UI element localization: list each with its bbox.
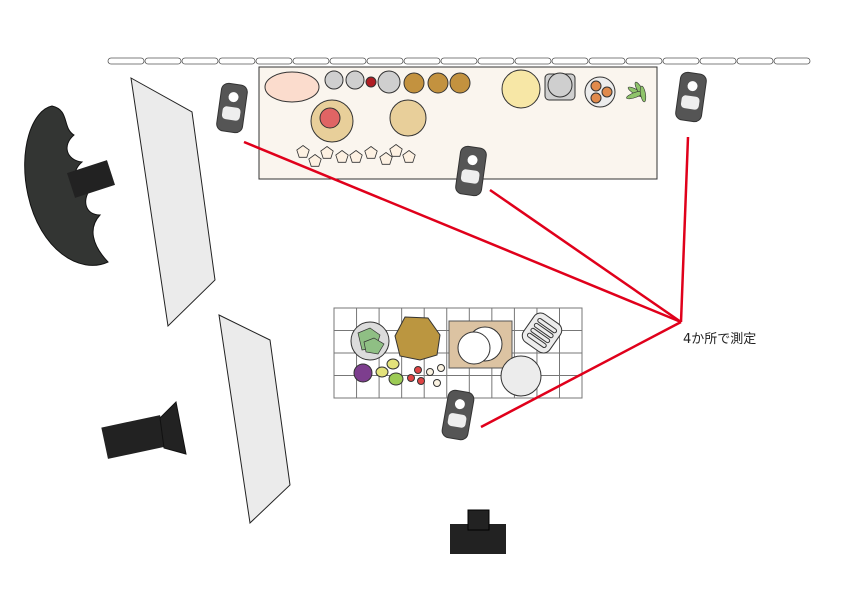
dumpling: [296, 145, 310, 158]
light-meter: [441, 389, 475, 441]
rail-segment: [144, 57, 182, 65]
measure-line-3: [679, 136, 690, 323]
rail-segment: [514, 57, 552, 65]
rail-segment: [477, 57, 515, 65]
orange: [601, 86, 613, 98]
cutting-board-bread: [394, 316, 441, 361]
rail-segment: [292, 57, 330, 65]
lower-table: [333, 307, 583, 399]
light-meter: [216, 82, 248, 134]
camera: [450, 509, 506, 554]
dumpling: [335, 150, 349, 163]
measure-line-1: [243, 140, 682, 324]
light-meter: [675, 71, 707, 123]
salad: [357, 327, 385, 355]
dumpling: [379, 152, 393, 165]
light-meter-sensor: [467, 155, 478, 166]
egg: [433, 379, 441, 387]
bread: [427, 72, 449, 94]
strobe-light: [101, 400, 187, 459]
rail-segment: [181, 57, 219, 65]
rail-segment: [736, 57, 774, 65]
umbrella-light: [24, 105, 115, 266]
strobe-reflector: [159, 400, 187, 455]
lime: [388, 372, 404, 386]
plate: [457, 331, 491, 365]
pot: [547, 72, 573, 98]
light-meter-sensor: [228, 92, 239, 103]
tomato: [365, 76, 377, 88]
green-beans: [626, 81, 647, 103]
upper-table: [258, 66, 658, 180]
rail-segment: [699, 57, 737, 65]
plate-beige: [389, 99, 427, 137]
lemon: [375, 366, 389, 378]
dumpling: [349, 150, 363, 163]
dumpling: [308, 154, 322, 167]
rail-segment: [255, 57, 293, 65]
egg: [437, 364, 445, 372]
light-meter-display: [447, 413, 467, 428]
strobe-body: [101, 415, 167, 459]
plate-oval: [264, 71, 320, 103]
plate-yellow: [501, 69, 541, 109]
reflector-panel-upper: [130, 77, 216, 328]
rail-segment: [329, 57, 367, 65]
bread: [403, 72, 425, 94]
rail-segment: [588, 57, 626, 65]
rail-segment: [773, 57, 811, 65]
egg: [426, 368, 434, 376]
measure-line-2: [489, 188, 682, 324]
umbrella-canopy: [24, 105, 109, 266]
bread: [449, 72, 471, 94]
umbrella-head: [67, 160, 115, 198]
bowl: [377, 70, 401, 94]
light-meter: [455, 145, 487, 197]
rail-segment: [366, 57, 404, 65]
reflector-panel-lower: [218, 314, 291, 525]
dumpling: [320, 146, 334, 159]
bowl: [345, 70, 365, 90]
camera-lens: [467, 509, 490, 531]
dumpling: [402, 150, 416, 163]
light-meter-sensor: [687, 81, 698, 92]
cherry-tomato: [407, 374, 415, 382]
orange: [590, 92, 602, 104]
light-meter-sensor: [454, 399, 465, 410]
dumpling: [389, 144, 403, 157]
plate-grey: [500, 355, 542, 397]
rail-segment: [218, 57, 256, 65]
light-meter-display: [680, 95, 700, 110]
eggplant: [353, 363, 373, 383]
rail-segment: [107, 57, 145, 65]
grater: [521, 312, 563, 354]
rail-segment: [440, 57, 478, 65]
measurement-label: 4か所で測定: [683, 332, 757, 347]
ceiling-rail: [107, 57, 811, 65]
lemon: [386, 358, 400, 370]
measure-line-4: [480, 320, 682, 429]
dumplings: [296, 144, 416, 167]
rail-segment: [551, 57, 589, 65]
light-meter-display: [221, 106, 241, 121]
bowl: [324, 70, 344, 90]
rail-segment: [662, 57, 700, 65]
rail-segment: [403, 57, 441, 65]
dumpling: [364, 146, 378, 159]
cherry-tomato: [414, 366, 422, 374]
measurement-lines: [243, 136, 690, 429]
sauce: [319, 107, 341, 129]
light-meter-display: [460, 169, 480, 184]
cherry-tomato: [417, 377, 425, 385]
rail-segment: [625, 57, 663, 65]
orange: [590, 80, 602, 92]
